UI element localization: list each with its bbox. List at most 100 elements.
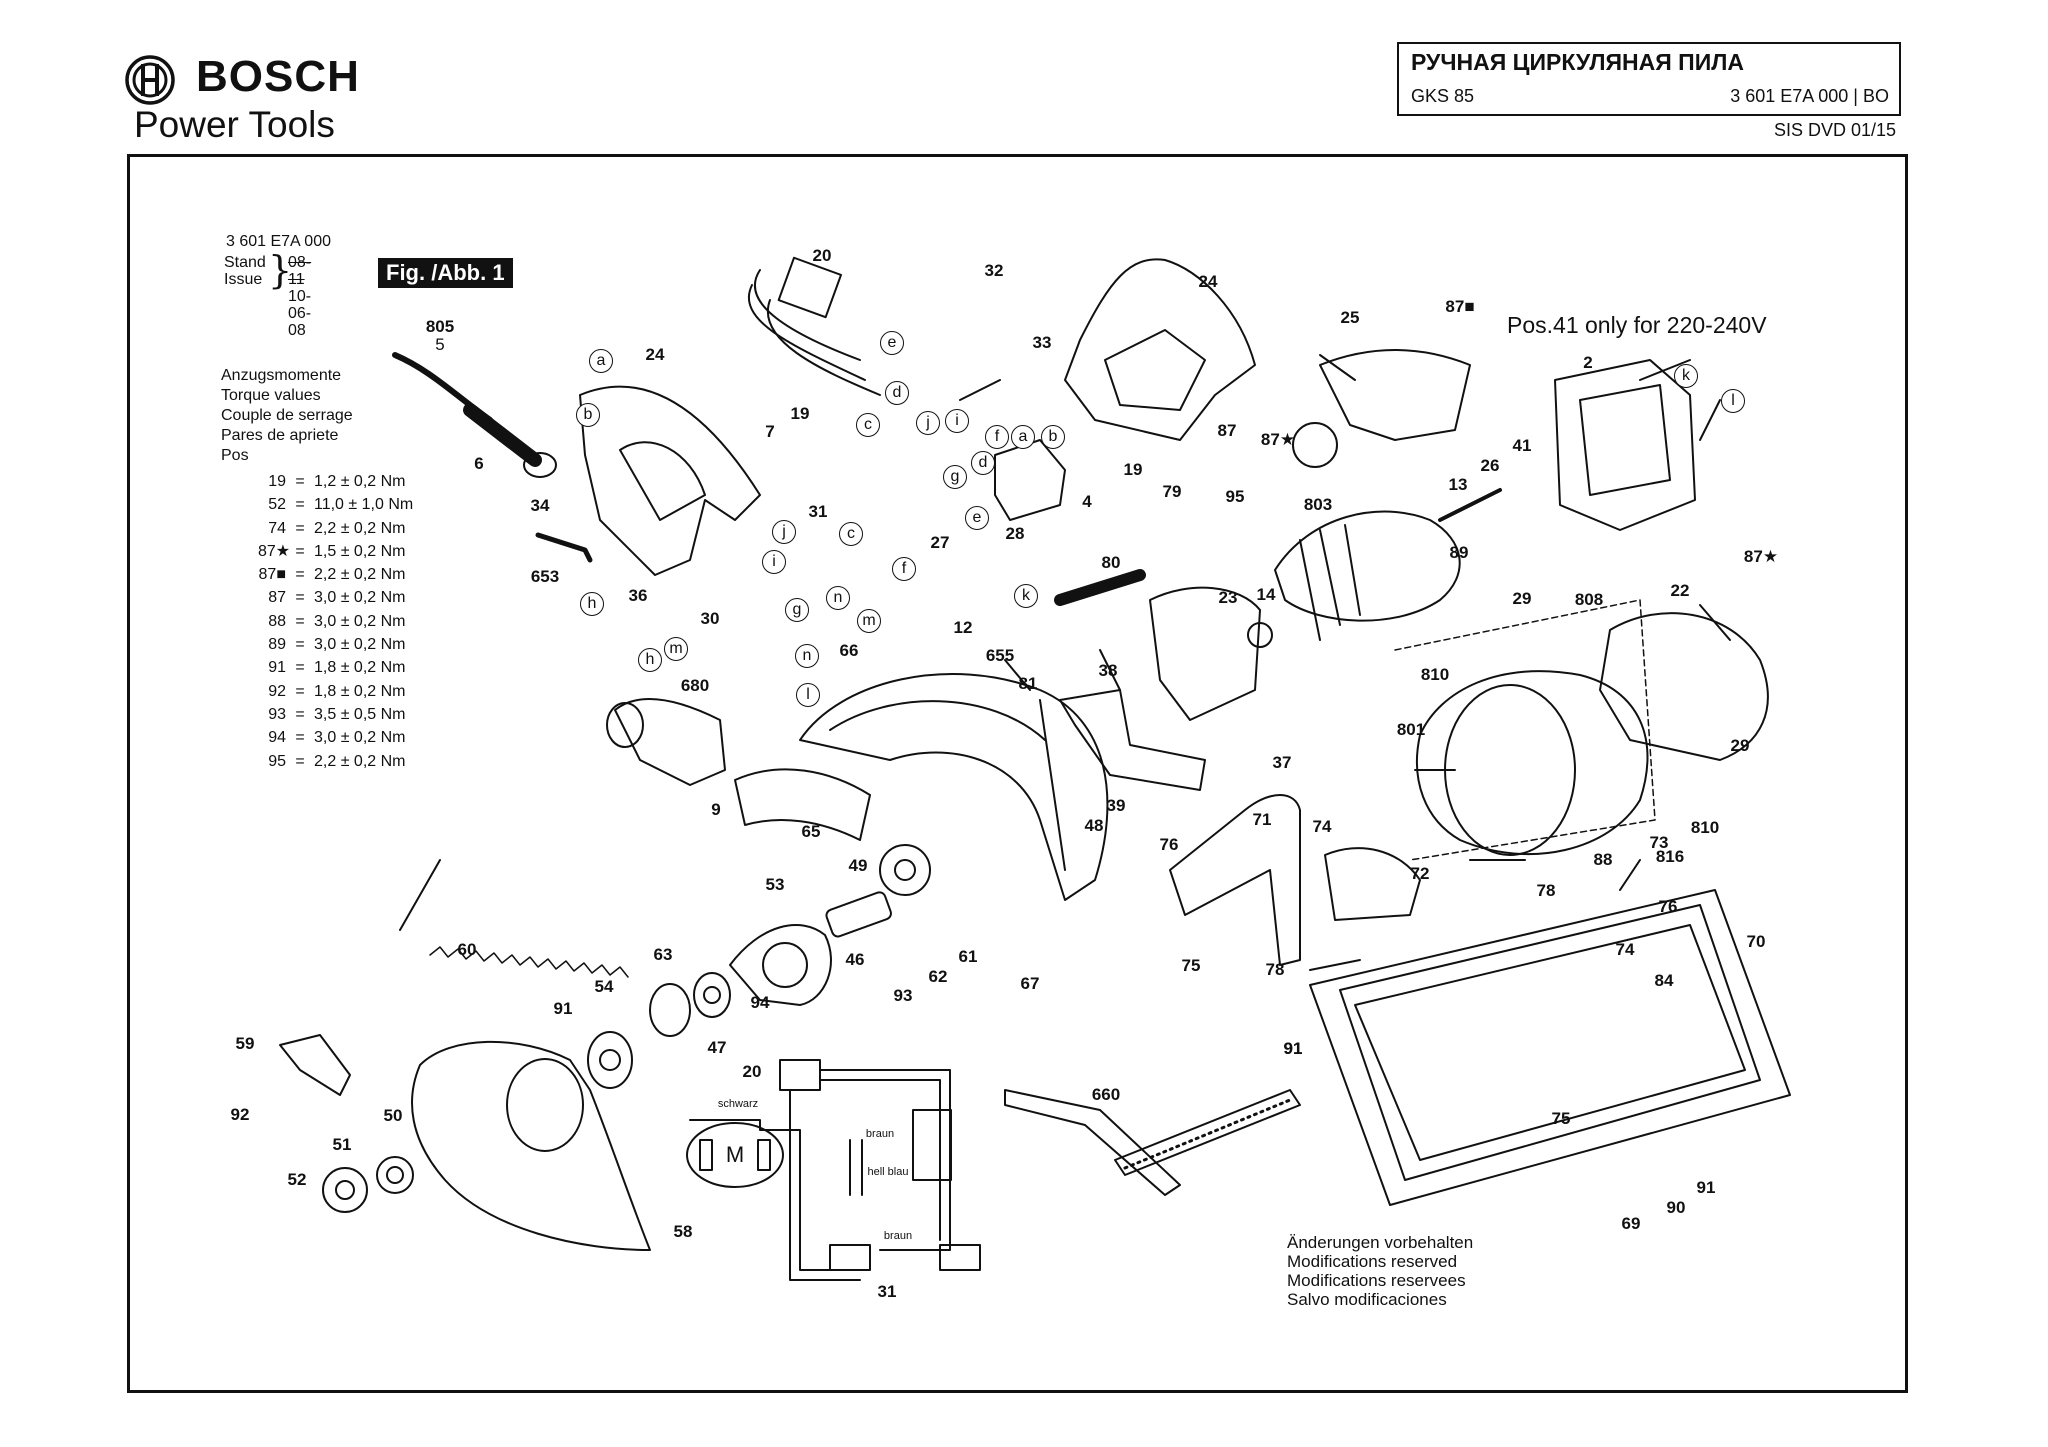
part-callout: 30	[700, 609, 720, 628]
part-callout: 73	[1649, 833, 1669, 852]
torque-row: 74=2,2 ± 0,2 Nm	[258, 517, 413, 540]
issue-label: Issue	[224, 271, 263, 288]
modifications-note: Änderungen vorbehalten Modifications res…	[1287, 1233, 1473, 1309]
part-callout: 14	[1256, 585, 1276, 604]
part-callout: 13	[1448, 475, 1468, 494]
torque-pos: 89	[268, 636, 286, 654]
part-callout: 60	[457, 940, 477, 959]
torque-eq: =	[295, 659, 305, 677]
connection-bubble: k	[1674, 364, 1698, 388]
part-callout: 29	[1730, 736, 1750, 755]
torque-pos: 19	[268, 473, 286, 490]
part-callout: 20	[742, 1062, 762, 1081]
part-callout: 58	[673, 1222, 693, 1241]
connection-bubble: m	[664, 637, 688, 661]
connection-bubble: f	[985, 425, 1009, 449]
torque-value: 3,5 ± 0,5 Nm	[314, 705, 406, 723]
modifications-line: Modifications reservees	[1287, 1271, 1466, 1290]
brand-subtitle: Power Tools	[134, 104, 335, 145]
torque-eq: =	[295, 473, 305, 490]
wire-label: schwarz	[717, 1098, 759, 1110]
part-callout: 31	[808, 502, 828, 521]
part-callout: 38	[1098, 661, 1118, 680]
connection-bubble: h	[638, 648, 662, 672]
part-callout: 655	[985, 646, 1015, 665]
part-callout: 51	[332, 1135, 352, 1154]
wire-label: braun	[865, 1128, 895, 1140]
part-callout: 24	[645, 345, 665, 364]
torque-value: 1,2 ± 0,2 Nm	[314, 473, 406, 490]
part-callout: 660	[1091, 1085, 1121, 1104]
modifications-line: Salvo modificaciones	[1287, 1290, 1447, 1309]
part-callout: 680	[680, 676, 710, 695]
stand-label: Stand	[224, 254, 266, 271]
connection-bubble: j	[772, 520, 796, 544]
part-callout: 28	[1005, 524, 1025, 543]
connection-bubble: l	[1721, 389, 1745, 413]
connection-bubble: b	[576, 403, 600, 427]
torque-eq: =	[295, 519, 305, 537]
part-callout: 46	[845, 950, 865, 969]
torque-value: 3,0 ± 0,2 Nm	[314, 589, 406, 607]
connection-bubble: b	[1041, 425, 1065, 449]
torque-pos: 93	[268, 705, 286, 723]
torque-heading: Pos	[221, 447, 249, 464]
part-callout: 76	[1159, 835, 1179, 854]
connection-bubble: e	[880, 331, 904, 355]
torque-row: 52=11,0 ± 1,0 Nm	[258, 493, 413, 516]
part-callout: 65	[801, 822, 821, 841]
part-callout: 71	[1252, 810, 1272, 829]
part-callout: 91	[1696, 1178, 1716, 1197]
model-number: GKS 85	[1411, 86, 1475, 106]
part-callout: 23	[1218, 588, 1238, 607]
torque-value: 1,5 ± 0,2 Nm	[314, 542, 406, 560]
connection-bubble: k	[1014, 584, 1038, 608]
torque-value: 3,0 ± 0,2 Nm	[314, 612, 406, 630]
part-callout: 9	[711, 800, 721, 819]
part-callout: 81	[1018, 674, 1038, 693]
part-callout: 90	[1666, 1198, 1686, 1217]
torque-table: 19=1,2 ± 0,2 Nm 52=11,0 ± 1,0 Nm 74=2,2 …	[258, 470, 413, 773]
torque-eq: =	[295, 542, 305, 560]
part-callout: 37	[1272, 753, 1292, 772]
part-callout: 91	[1283, 1039, 1303, 1058]
part-callout: 34	[530, 496, 550, 515]
torque-eq: =	[295, 682, 305, 700]
torque-value: 2,2 ± 0,2 Nm	[314, 752, 406, 770]
torque-headings: Anzugsmomente Torque values Couple de se…	[221, 366, 353, 466]
torque-row: 87★=1,5 ± 0,2 Nm	[258, 540, 413, 563]
torque-eq: =	[295, 729, 305, 747]
torque-row: 88=3,0 ± 0,2 Nm	[258, 610, 413, 633]
motor-label: M	[725, 1142, 745, 1167]
bosch-logo-icon	[124, 54, 176, 106]
part-callout: 39	[1106, 796, 1126, 815]
modifications-line: Änderungen vorbehalten	[1287, 1233, 1474, 1252]
part-callout: 24	[1198, 272, 1218, 291]
connection-bubble: e	[965, 506, 989, 530]
torque-heading: Pares de apriete	[221, 427, 339, 444]
part-callout: 67	[1020, 974, 1040, 993]
part-callout: 32	[984, 261, 1004, 280]
issue-value: 10-06-08	[288, 288, 312, 339]
torque-row: 93=3,5 ± 0,5 Nm	[258, 703, 413, 726]
part-callout: 805	[425, 317, 455, 336]
torque-value: 2,2 ± 0,2 Nm	[314, 519, 406, 537]
torque-heading: Couple de serrage	[221, 407, 353, 424]
part-callout: 27	[930, 533, 950, 552]
part-callout: 89	[1449, 543, 1469, 562]
part-callout: 76	[1658, 897, 1678, 916]
part-callout: 75	[1181, 956, 1201, 975]
part-callout: 20	[812, 246, 832, 265]
torque-row: 87=3,0 ± 0,2 Nm	[258, 586, 413, 609]
torque-row: 95=2,2 ± 0,2 Nm	[258, 750, 413, 773]
torque-pos: 95	[268, 752, 286, 770]
part-callout: 72	[1410, 864, 1430, 883]
torque-value: 11,0 ± 1,0 Nm	[314, 496, 414, 514]
part-callout: 19	[790, 404, 810, 423]
document-number: 3 601 E7A 000	[226, 233, 331, 250]
torque-pos: 91	[268, 659, 286, 677]
connection-bubble: c	[856, 413, 880, 437]
torque-eq: =	[295, 566, 305, 584]
connection-bubble: f	[892, 557, 916, 581]
part-callout: 816	[1655, 847, 1685, 866]
